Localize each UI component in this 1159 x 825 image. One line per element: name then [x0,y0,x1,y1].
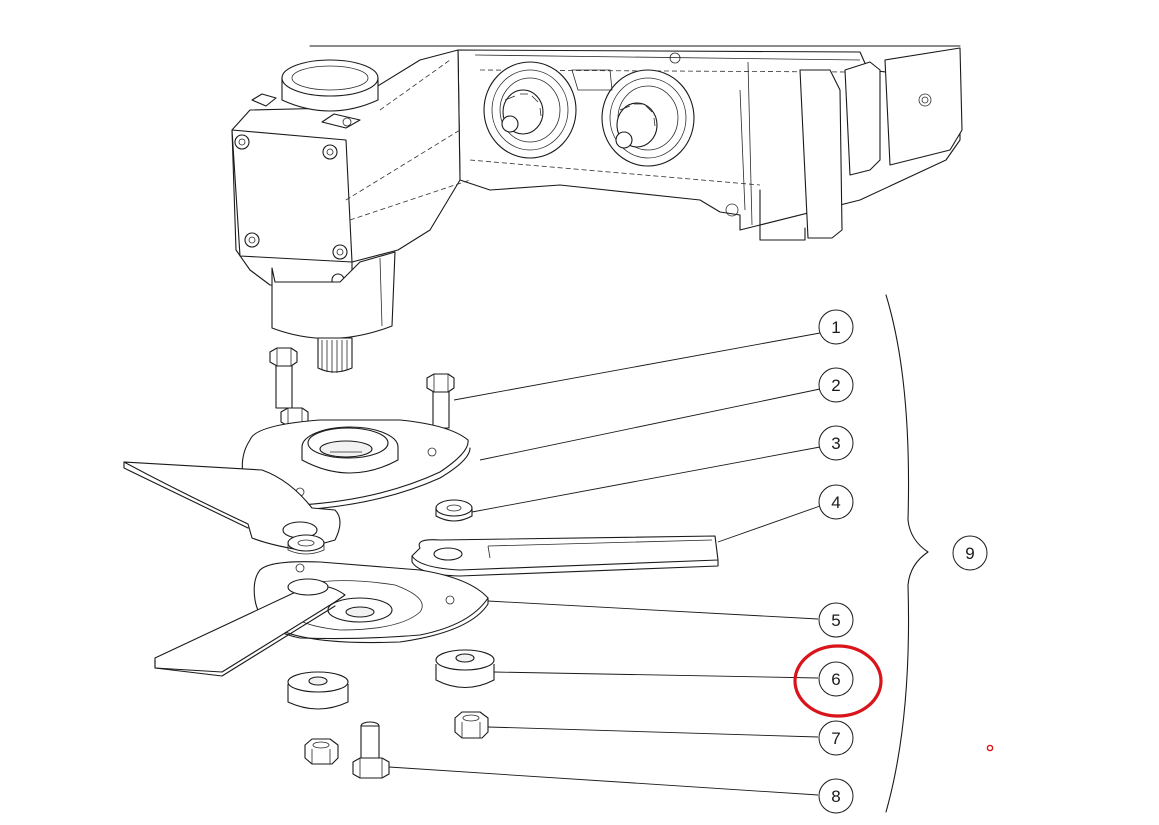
callout-label-6: 6 [831,670,840,689]
highlight-ring [793,644,883,718]
callout-label-9: 9 [965,544,974,563]
callout-5: 5 [818,602,854,638]
callout-label-1: 1 [831,318,840,337]
callout-2: 2 [818,367,854,403]
part-3-spacer [435,499,473,522]
group-brace [885,294,929,813]
callout-label-7: 7 [831,729,840,748]
bolt [269,347,298,409]
callout-9: 9 [952,535,988,571]
callout-label-3: 3 [831,434,840,453]
part-6-cup-spacer [435,649,495,689]
callout-8: 8 [818,778,854,814]
part-7-nut-left [304,738,339,765]
output-shaft-right [601,69,695,167]
part-7-nut [454,711,489,739]
upper-blade [123,461,341,555]
callout-label-2: 2 [831,376,840,395]
gearbox-assembly [231,45,963,373]
leader-lines [388,332,821,796]
output-shaft-left [483,61,577,159]
part-8-bolt [352,721,390,779]
callout-label-4: 4 [831,493,840,512]
motor-spline-shaft [317,337,353,373]
callout-label-5: 5 [831,611,840,630]
part-6-cup-spacer-left [287,671,349,710]
callout-6: 6 [818,661,854,697]
cursor-dot [986,744,994,752]
callout-4: 4 [818,484,854,520]
part-2-flange-plate [241,419,471,511]
callout-label-8: 8 [831,787,840,806]
part-4-flat-arm [411,535,719,577]
callout-7: 7 [818,720,854,756]
bolt [426,373,455,429]
part-5-lower-plate [154,561,489,677]
callout-3: 3 [818,425,854,461]
callout-1: 1 [818,309,854,345]
